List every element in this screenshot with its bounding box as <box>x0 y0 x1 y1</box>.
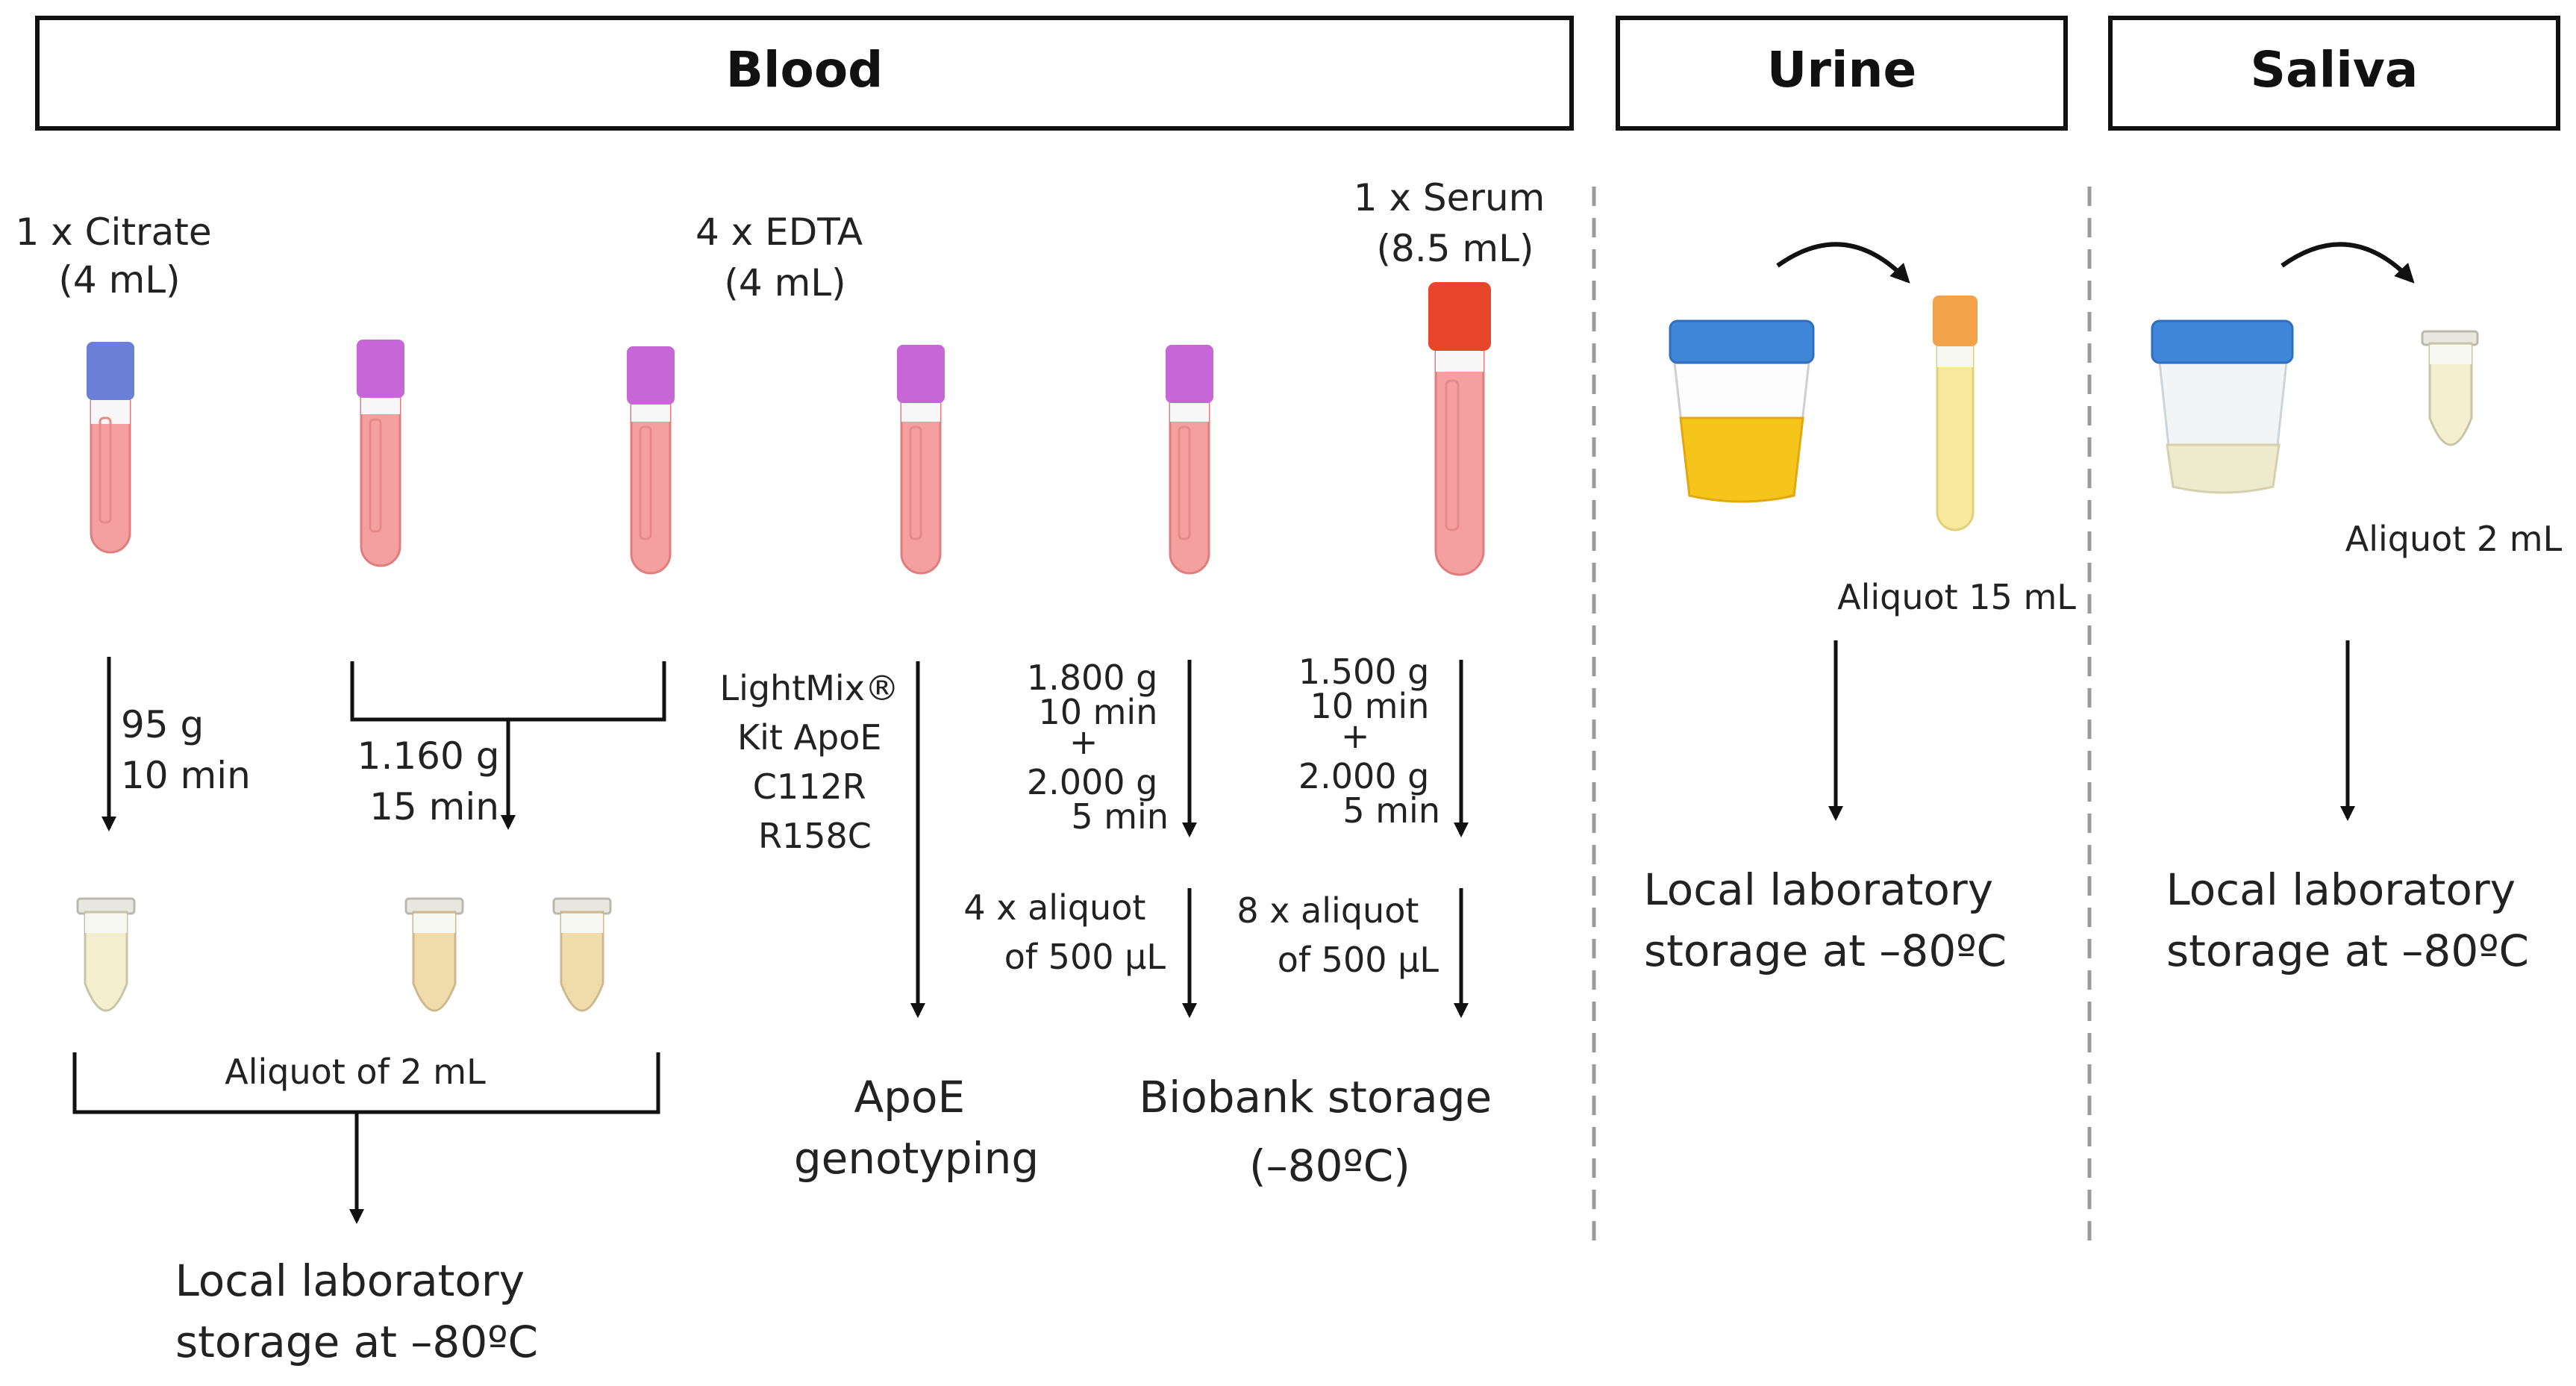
aliquot-2ml-bracket <box>72 1052 660 1224</box>
edta-aliquot-label: 4 x aliquot of 500 µL <box>963 887 1166 977</box>
serum-spin-label: 1.500 g 10 min + 2.000 g 5 min <box>1298 652 1440 831</box>
edta-spin2-label: 1.800 g 10 min + 2.000 g 5 min <box>1027 658 1169 837</box>
urine-storage-label: Local laboratory storage at –80ºC <box>1644 864 2007 976</box>
blood-header: Blood <box>35 16 1574 131</box>
urine-aliquot-tube <box>1933 296 1978 531</box>
edta-label: 4 x EDTA (4 mL) <box>695 210 875 305</box>
edta-merge-bracket <box>350 661 666 830</box>
edta-aliquot-tube-1 <box>404 897 464 1012</box>
citrate-tube <box>87 342 134 554</box>
citrate-spin-label: 95 g 10 min <box>121 703 251 797</box>
serum-tube <box>1428 282 1491 576</box>
apoe-kit-label: LightMix® Kit ApoE C112R R158C <box>719 668 910 856</box>
biobank-storage-label: Biobank storage (–80ºC) <box>1139 1072 1505 1191</box>
citrate-label: 1 x Citrate (4 mL) <box>15 210 223 302</box>
edta-spin-label: 1.160 g 15 min <box>357 734 512 828</box>
edta-aliquot-tube-2 <box>552 897 612 1012</box>
aliquot-2ml-label: Aliquot of 2 mL <box>225 1052 486 1092</box>
saliva-header: Saliva <box>2108 16 2560 131</box>
urine-aliquot-label: Aliquot 15 mL <box>1837 577 2076 617</box>
saliva-storage-label: Local laboratory storage at –80ºC <box>2166 864 2530 976</box>
blood-header-label: Blood <box>726 41 884 99</box>
saliva-header-label: Saliva <box>2251 41 2419 99</box>
urine-header-label: Urine <box>1767 41 1917 99</box>
saliva-aliquot-label: Aliquot 2 mL <box>2345 519 2563 559</box>
apoe-genotyping-label: ApoE genotyping <box>794 1072 1039 1184</box>
edta-tube-2 <box>627 346 675 575</box>
citrate-aliquot-tube <box>76 897 136 1012</box>
edta-tube-1 <box>357 340 404 567</box>
saliva-transfer-arrow <box>2280 242 2415 284</box>
edta-tube-3 <box>897 345 945 575</box>
saliva-container <box>2151 319 2294 494</box>
urine-header: Urine <box>1616 16 2068 131</box>
serum-aliquot-label: 8 x aliquot of 500 µL <box>1237 890 1439 980</box>
blood-local-storage-label: Local laboratory storage at –80ºC <box>175 1255 539 1367</box>
saliva-aliquot-tube <box>2421 330 2479 446</box>
serum-label: 1 x Serum (8.5 mL) <box>1354 176 1557 270</box>
urine-container <box>1669 319 1815 503</box>
edta-tube-4 <box>1166 345 1213 575</box>
urine-transfer-arrow <box>1776 242 1910 284</box>
